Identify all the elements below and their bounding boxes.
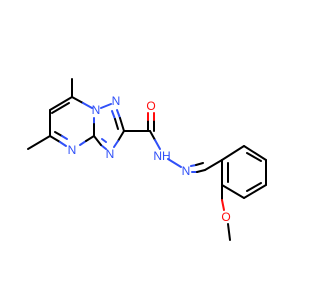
atom-n4: N xyxy=(68,143,77,157)
bond-ar5 xyxy=(221,184,245,199)
atom-n2: N xyxy=(112,94,121,108)
bonds-nitrogen xyxy=(49,96,206,173)
bonds-oxygen xyxy=(147,112,225,211)
bond-c7-c6-double xyxy=(51,102,70,114)
bonds xyxy=(27,78,267,241)
bond-ar4-inner xyxy=(246,182,262,192)
atom-o-carbonyl: O xyxy=(146,99,155,113)
bond-c7-c6 xyxy=(49,96,73,111)
bond-ar4 xyxy=(243,184,267,199)
atom-labels: N N N N NH N O O xyxy=(68,94,231,224)
bond-methoxy-methyl xyxy=(227,223,231,241)
molecule-canvas: N N N N NH N O O xyxy=(27,78,267,241)
atom-n-imine: N xyxy=(182,164,191,178)
atom-o-methoxy: O xyxy=(221,210,230,224)
bond-ar1 xyxy=(221,145,245,161)
bond-ch-aryl xyxy=(204,159,223,171)
atom-nh: NH xyxy=(153,149,170,163)
atom-n3: N xyxy=(106,147,115,161)
bond-ar2-inner xyxy=(246,152,262,162)
atom-n1: N xyxy=(92,103,101,117)
bond-methyl-c5 xyxy=(27,135,51,150)
bond-ar2 xyxy=(243,145,267,161)
structure-diagram: N N N N NH N O O xyxy=(27,78,267,241)
